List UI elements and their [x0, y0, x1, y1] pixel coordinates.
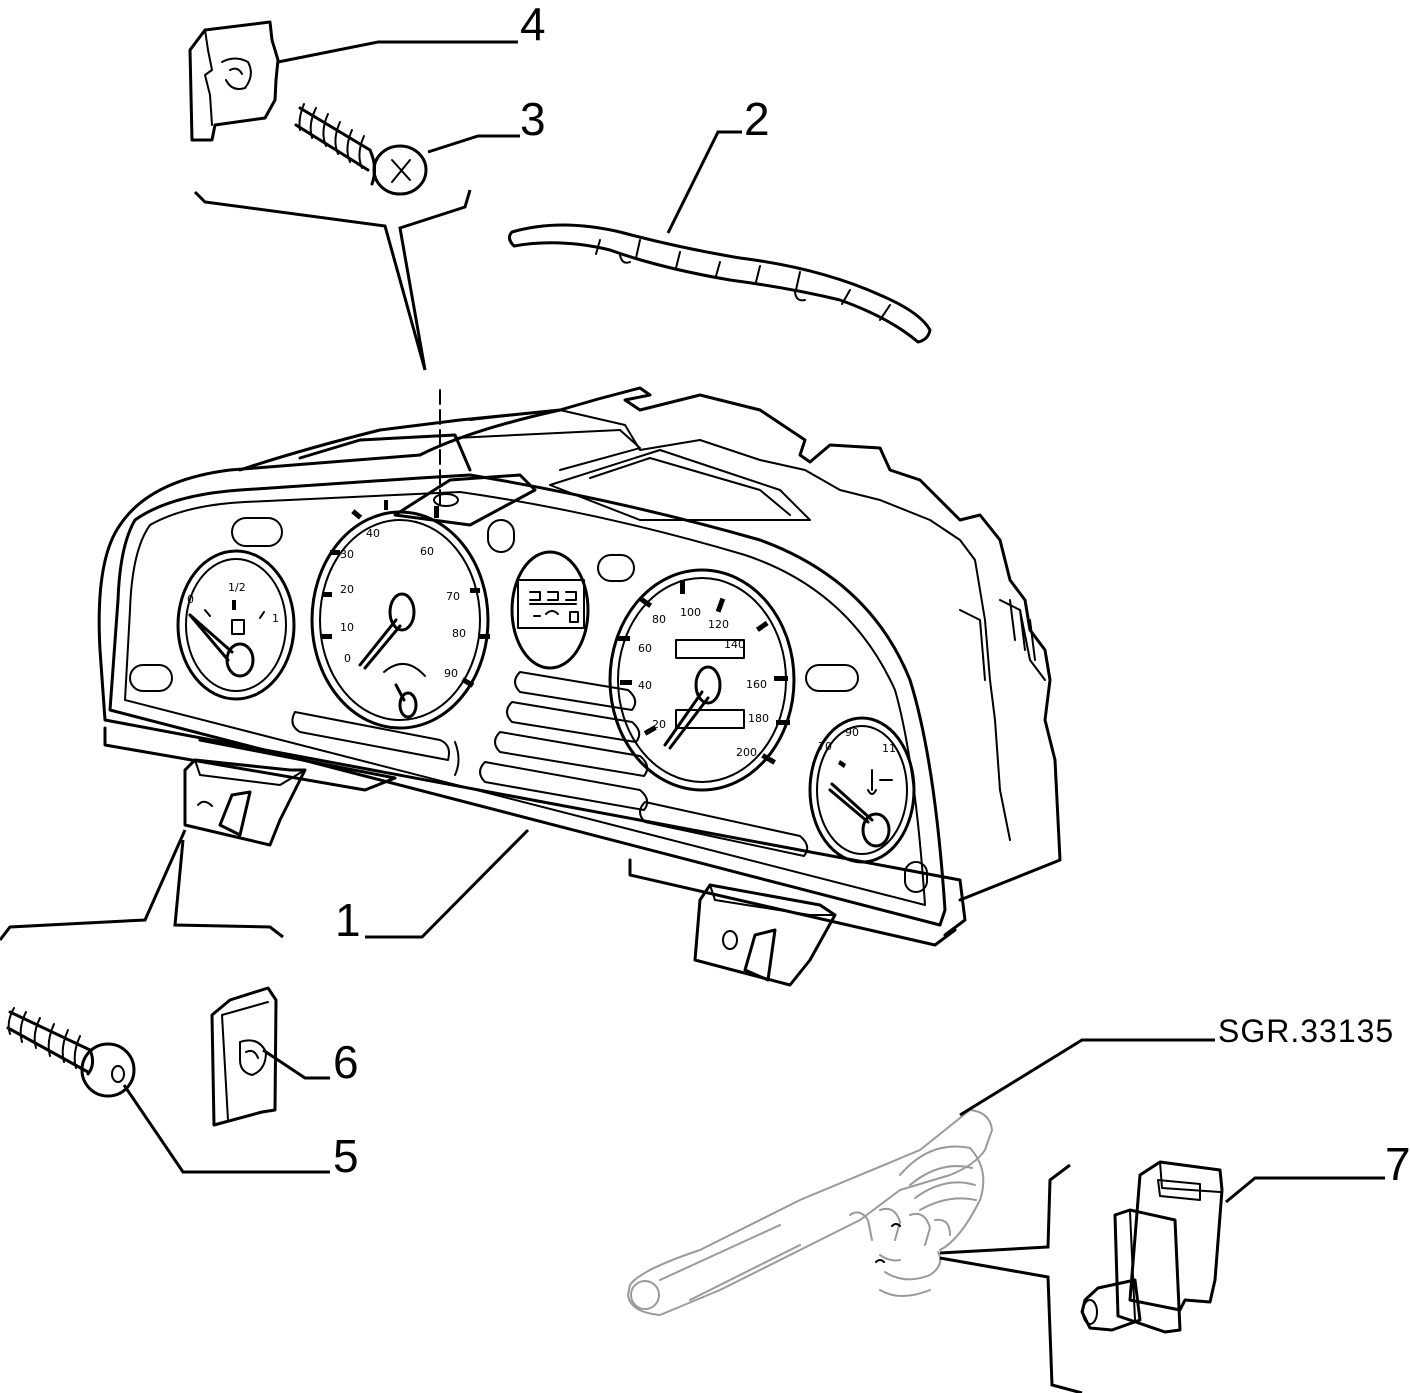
callout-1: 1 — [335, 894, 361, 946]
center-display — [510, 550, 590, 670]
speed-160: 160 — [746, 678, 767, 691]
callout-2: 2 — [744, 93, 770, 145]
tach-30: 30 — [340, 548, 354, 561]
tach-80: 80 — [452, 627, 466, 640]
part-7-switch — [1080, 1160, 1224, 1334]
callout-3: 3 — [520, 93, 546, 145]
part-4-clip — [188, 20, 280, 142]
speedometer: 20 40 60 80 100 120 140 160 180 200 — [608, 568, 796, 792]
handbrake-lever — [627, 1109, 993, 1316]
callout-5: 5 — [333, 1130, 359, 1182]
speed-120: 120 — [708, 618, 729, 631]
fuel-label-empty: 0 — [187, 593, 194, 606]
callout-4: 4 — [520, 0, 546, 50]
speed-140: 140 — [724, 638, 745, 651]
tach-40: 40 — [366, 527, 380, 540]
speed-200: 200 — [736, 746, 757, 759]
speed-180: 180 — [748, 712, 769, 725]
temp-110: 11 — [882, 742, 896, 755]
part-3-screw — [294, 103, 428, 196]
speed-20: 20 — [652, 718, 666, 731]
drawing-code: SGR.33135 — [1218, 1013, 1394, 1049]
tach-0: 0 — [344, 652, 351, 665]
callout-6: 6 — [333, 1036, 359, 1088]
temperature-gauge: 70 90 11 — [808, 716, 916, 864]
tachometer: 0 10 20 30 40 60 70 80 90 — [310, 500, 490, 730]
speed-40: 40 — [638, 679, 652, 692]
tach-60: 60 — [420, 545, 434, 558]
fuel-label-full: 1 — [272, 612, 279, 625]
part-5-screw — [6, 1007, 136, 1098]
tach-90: 90 — [444, 667, 458, 680]
part-6-clip — [210, 986, 278, 1127]
temp-90: 90 — [845, 726, 859, 739]
part-1-instrument-cluster: 0 1/2 1 0 10 20 30 — [97, 386, 1062, 987]
leader-lines — [122, 40, 1385, 1204]
tach-20: 20 — [340, 583, 354, 596]
temp-70: 70 — [818, 740, 832, 753]
tach-70: 70 — [446, 590, 460, 603]
part-2-seal-strip — [507, 223, 932, 344]
fuel-label-half: 1/2 — [228, 581, 246, 594]
speed-60: 60 — [638, 642, 652, 655]
callout-7: 7 — [1385, 1138, 1410, 1190]
speed-100: 100 — [680, 606, 701, 619]
tach-10: 10 — [340, 621, 354, 634]
speed-80: 80 — [652, 613, 666, 626]
fuel-gauge: 0 1/2 1 — [176, 549, 296, 701]
